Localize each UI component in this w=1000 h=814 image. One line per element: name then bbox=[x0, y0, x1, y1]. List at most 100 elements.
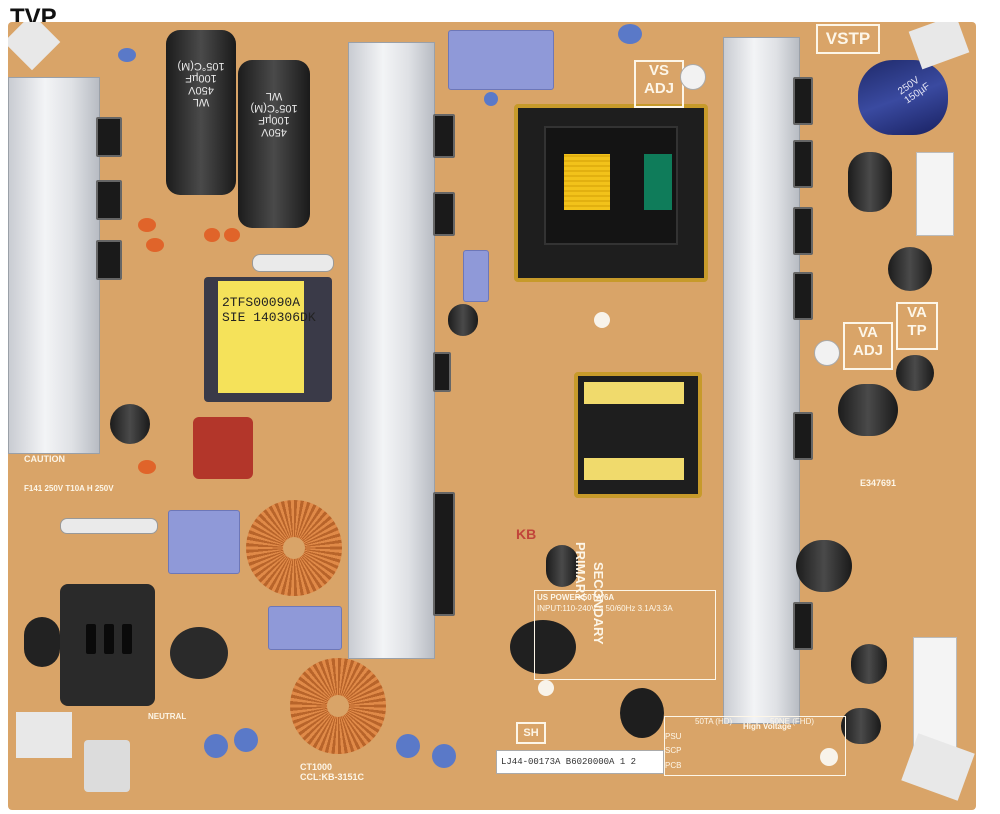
model-label: CT1000 CCL:KB-3151C bbox=[300, 762, 365, 782]
film-cap-4 bbox=[463, 250, 489, 302]
heatsink-center bbox=[348, 42, 435, 659]
rating-row-pcb: PCB bbox=[665, 760, 682, 770]
trimmer-pot-1 bbox=[680, 64, 706, 90]
heatsink-right bbox=[723, 37, 800, 724]
mosfet-5 bbox=[433, 192, 455, 236]
transformer-winding-green bbox=[644, 154, 672, 210]
mosfet-1 bbox=[96, 117, 122, 157]
varistor bbox=[170, 627, 228, 679]
ul-mark-label: E347691 bbox=[860, 478, 897, 488]
mosfet-6 bbox=[433, 492, 455, 616]
vstp-label: VSTP bbox=[816, 24, 880, 54]
mosfet-2 bbox=[96, 180, 122, 220]
small-orange-cap-4 bbox=[224, 228, 240, 242]
electrolytic-cap-2: 450V 100µF 105°C(M) WL bbox=[238, 60, 310, 228]
standby-transformer-bottom bbox=[584, 458, 684, 480]
small-cap-7 bbox=[841, 708, 881, 744]
vs-adj-label: VS ADJ bbox=[634, 60, 684, 108]
toroid-1 bbox=[246, 500, 342, 596]
va-adj-label: VA ADJ bbox=[843, 322, 893, 370]
us-power-line: INPUT:110-240V ~ 50/60Hz 3.1A/3.3A bbox=[537, 604, 673, 613]
film-cap-3 bbox=[268, 606, 342, 650]
kb-label: KB bbox=[516, 526, 537, 542]
neutral-label: NEUTRAL bbox=[148, 712, 187, 721]
electrolytic-cap-1: WL 450V 100µF 105°C(M) bbox=[166, 30, 236, 195]
mosfet-11 bbox=[793, 272, 813, 320]
small-blue-cap-1 bbox=[618, 24, 642, 44]
us-power-table: US POWER 50TA/6A INPUT:110-240V ~ 50/60H… bbox=[534, 590, 716, 680]
pfc-inductor: 2TFS00090A SIE 140306DK bbox=[204, 277, 332, 402]
electrolytic-cap-blue: 250V 150µF bbox=[858, 60, 948, 135]
small-cap-10 bbox=[448, 304, 478, 336]
mosfet-9 bbox=[793, 140, 813, 188]
small-cap-3 bbox=[838, 384, 898, 436]
small-cap-4 bbox=[896, 355, 934, 391]
ac-pin-3 bbox=[122, 624, 132, 654]
cap-2-text: 450V 100µF 105°C(M) WL bbox=[250, 90, 298, 138]
cap-1-text: WL 450V 100µF 105°C(M) bbox=[177, 60, 225, 108]
mosfet-13 bbox=[793, 602, 813, 650]
corner-bracket-tl bbox=[8, 22, 61, 71]
pcb-board: WL 450V 100µF 105°C(M) 450V 100µF 105°C(… bbox=[8, 22, 976, 810]
transformer-winding-yellow bbox=[564, 154, 610, 210]
small-cap-1 bbox=[848, 152, 892, 212]
rating-col2: 50NE (FHD) bbox=[770, 717, 815, 726]
vatp-label: VA TP bbox=[896, 302, 938, 350]
rating-row-scp: SCP bbox=[665, 746, 682, 755]
ac-inlet-socket bbox=[60, 584, 155, 706]
small-blue-cap-6 bbox=[396, 734, 420, 758]
film-cap-1 bbox=[448, 30, 554, 90]
small-orange-cap-3 bbox=[204, 228, 220, 242]
small-cap-6 bbox=[851, 644, 887, 684]
connector-top-right bbox=[916, 152, 954, 236]
mosfet-3 bbox=[96, 240, 122, 280]
connector-bottom-right bbox=[913, 637, 957, 749]
barcode-sticker: LJ44-00173A B6020000A 1 2 bbox=[496, 750, 664, 774]
high-voltage-label: High Voltage bbox=[743, 722, 792, 731]
film-cap-2 bbox=[168, 510, 240, 574]
main-transformer bbox=[514, 104, 708, 282]
small-orange-cap-2 bbox=[146, 238, 164, 252]
rating-col1: 50TA (HD) bbox=[695, 717, 733, 726]
small-blue-cap-4 bbox=[204, 734, 228, 758]
ac-socket-clip bbox=[24, 617, 60, 667]
ac-pin-1 bbox=[86, 624, 96, 654]
inductor-label: 2TFS00090A SIE 140306DK bbox=[218, 281, 316, 393]
mosfet-7 bbox=[433, 352, 451, 392]
small-orange-cap-5 bbox=[138, 460, 156, 474]
toroid-2 bbox=[290, 658, 386, 754]
rating-table: 50TA (HD) 50NE (FHD) PSU SCP PCB bbox=[664, 716, 846, 776]
small-cap-2 bbox=[888, 247, 932, 291]
fuse-text: F141 250V T10A H 250V bbox=[24, 484, 114, 493]
mosfet-8 bbox=[793, 77, 813, 125]
us-power-title: US POWER 50TA/6A bbox=[537, 593, 615, 602]
rating-row-psu: PSU bbox=[665, 731, 682, 741]
ac-pin-2 bbox=[104, 624, 114, 654]
small-cap-5 bbox=[796, 540, 852, 592]
small-blue-cap-5 bbox=[234, 728, 258, 752]
mount-hole-2 bbox=[594, 312, 610, 328]
small-blue-cap-7 bbox=[432, 744, 456, 768]
ground-clip bbox=[84, 740, 130, 792]
mosfet-12 bbox=[793, 412, 813, 460]
corner-bracket-bl bbox=[16, 712, 72, 758]
standby-transformer bbox=[574, 372, 702, 498]
small-blue-cap-2 bbox=[118, 48, 136, 62]
rating-header-blank bbox=[665, 717, 695, 732]
small-orange-cap-1 bbox=[138, 218, 156, 232]
standby-transformer-top bbox=[584, 382, 684, 404]
trimmer-pot-2 bbox=[814, 340, 840, 366]
fuse-2 bbox=[60, 518, 158, 534]
thermistor bbox=[510, 620, 576, 674]
red-film-cap bbox=[193, 417, 253, 479]
sh-label: SH bbox=[516, 722, 546, 744]
mount-hole-3 bbox=[820, 748, 838, 766]
mosfet-10 bbox=[793, 207, 813, 255]
small-cap-8 bbox=[110, 404, 150, 444]
fuse bbox=[252, 254, 334, 272]
bridge-rectifier bbox=[620, 688, 664, 738]
small-blue-cap-3 bbox=[484, 92, 498, 106]
heatsink-left bbox=[8, 77, 100, 454]
mount-hole-1 bbox=[538, 680, 554, 696]
mosfet-4 bbox=[433, 114, 455, 158]
